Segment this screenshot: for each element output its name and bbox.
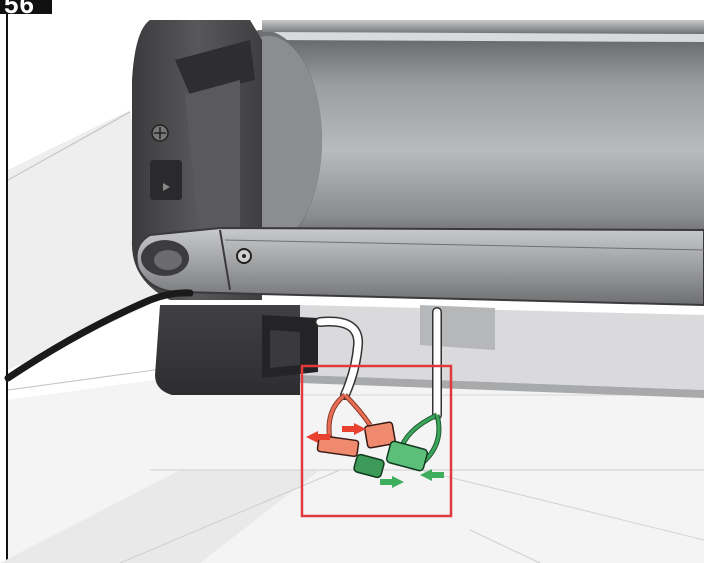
green-connector-pair [353,412,444,488]
arrow-left-icon [306,431,330,443]
left-border-rule [6,14,8,563]
arrow-right-icon [342,423,366,435]
highlight-box [300,364,453,518]
arrow-right-icon [380,476,404,488]
front-profile-bar [135,226,704,307]
motor-tube [202,30,704,250]
step-number-badge: 56 [0,0,52,14]
white-cables [315,307,442,420]
black-power-cable [4,289,194,382]
arrow-left-icon [420,469,444,481]
red-connector-pair [306,393,396,458]
top-rail [262,20,704,34]
control-box [155,305,318,395]
